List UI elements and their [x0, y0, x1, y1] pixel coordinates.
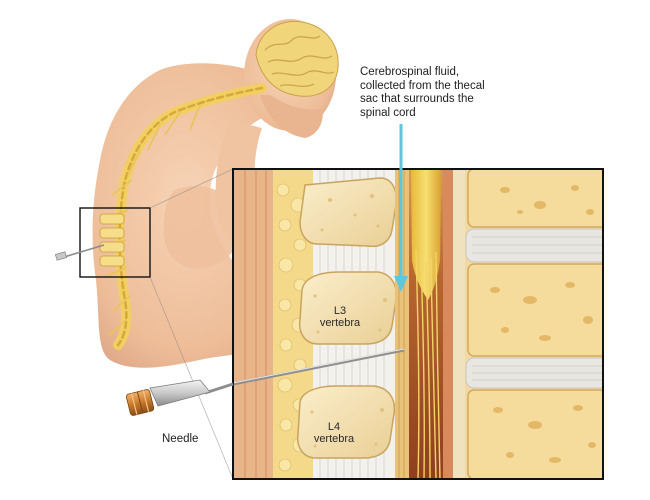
vertebral-bodies — [467, 169, 603, 479]
inset-source-box — [79, 207, 151, 278]
needle-shaft-inset — [233, 348, 405, 386]
lumbar-vertebrae-small — [99, 213, 125, 267]
csf-label-line: sac that surrounds the — [360, 93, 474, 105]
anterior-tissue — [233, 169, 273, 479]
dura-mater — [443, 169, 453, 479]
vertebra-top — [299, 177, 398, 248]
tissue-stripes — [244, 169, 267, 479]
small-needle-hub — [54, 251, 68, 261]
csf-label: Cerebrospinal fluid, collected from the … — [360, 66, 510, 120]
l3-vertebra-label: L3 vertebra — [315, 305, 365, 329]
l4-vertebra-label: L4 vertebra — [309, 421, 359, 445]
zoom-connector-lines — [149, 168, 234, 480]
csf-label-line: Cerebrospinal fluid, — [360, 66, 460, 78]
needle-label: Needle — [162, 433, 199, 445]
needle-shaft-highlight — [233, 348, 405, 384]
needle-icon — [125, 379, 234, 416]
flavum-lines — [398, 169, 405, 479]
cauda-equina — [415, 249, 441, 479]
posterior-ligament — [453, 169, 465, 479]
disc-lines — [472, 236, 603, 381]
spine-cross-section — [233, 169, 603, 479]
needle-barrel — [149, 379, 211, 407]
l3-label-word: vertebra — [319, 317, 361, 329]
l3-label-name: L3 — [333, 305, 347, 317]
l4-label-name: L4 — [327, 421, 341, 433]
csf-label-line: collected from the thecal — [360, 79, 485, 92]
brain-folds — [264, 35, 335, 87]
brain — [255, 20, 339, 97]
vertebra-l3 — [298, 271, 398, 345]
small-needle — [63, 244, 105, 258]
bone-texture — [310, 194, 387, 448]
csf-label-line: spinal cord — [360, 106, 416, 119]
needle-hub — [125, 389, 155, 416]
patient-face — [260, 95, 323, 138]
spinal-cord — [411, 169, 441, 300]
vertebra-l4 — [296, 385, 396, 459]
l4-label-word: vertebra — [313, 433, 355, 445]
down-arrow-icon — [394, 124, 408, 292]
trabecular-bone — [490, 185, 596, 463]
inset-frame — [232, 168, 604, 480]
